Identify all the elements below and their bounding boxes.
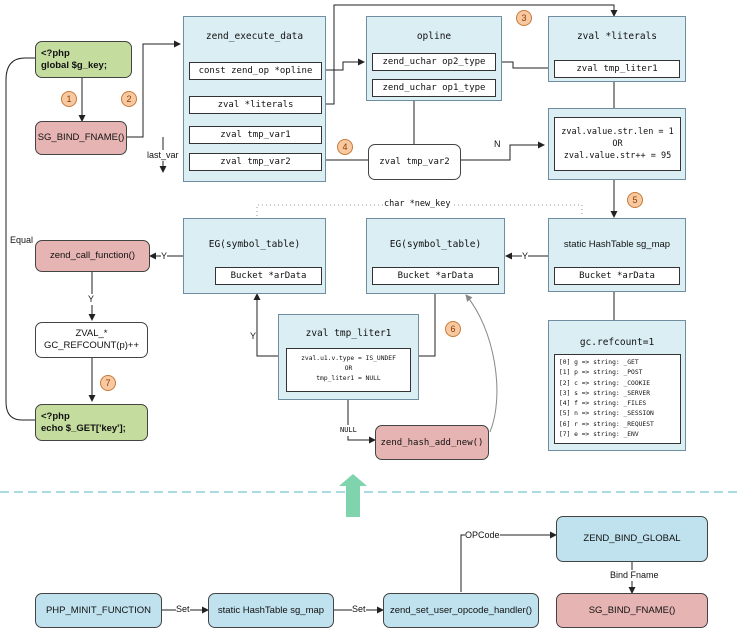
y-label-tmp-liter1: Y <box>250 331 257 342</box>
sg-map-panel: static HashTable sg_map Bucket *arData <box>548 218 686 292</box>
tmp-liter1-panel: zval tmp_liter1 zval.u1.v.type = IS_UNDE… <box>278 314 419 400</box>
sg-bind-fname-bottom-node: SG_BIND_FNAME() <box>556 593 708 628</box>
zend-execute-data-title: zend_execute_data <box>205 31 304 42</box>
gc-entry-cookie: [2] c => string: _COOKIE <box>559 379 650 387</box>
sg-map-bottom-node: static HashTable sg_map <box>208 593 334 628</box>
php-global-line: global $g_key; <box>41 59 107 71</box>
literals-title: zval *literals <box>576 31 658 42</box>
up-arrow-icon <box>339 474 367 517</box>
literals-panel: zval *literals zval tmp_liter1 <box>548 16 686 82</box>
step-badge-2: 2 <box>121 91 137 107</box>
php-end-open-tag: <?php <box>41 410 70 422</box>
condition-box: zval.value.str.len = 1 OR zval.value.str… <box>554 117 681 171</box>
opline-pointer-field: const zend_op *opline <box>189 62 322 80</box>
gc-refcount-title: gc.refcount=1 <box>579 337 655 348</box>
y-label-call: Y <box>88 294 95 305</box>
zend-hash-add-new-node: zend_hash_add_new() <box>375 425 489 460</box>
tmp-liter1-title: zval tmp_liter1 <box>305 328 392 339</box>
eg-mid-title: EG(symbol_table) <box>389 239 482 250</box>
char-new-key-label: char *new_key <box>384 199 451 210</box>
php-end-node: <?php echo $_GET['key']; <box>35 404 148 441</box>
condition-len-line: zval.value.str.len = 1 <box>561 127 674 137</box>
gc-entry-env: [7] e => string: _ENV <box>559 431 639 439</box>
n-label: N <box>494 139 501 150</box>
gc-entry-server: [3] s => string: _SERVER <box>559 389 650 397</box>
tmp-liter1-condition-box: zval.u1.v.type = IS_UNDEF OR tmp_liter1 … <box>286 348 411 392</box>
zval-macro-line: ZVAL_* <box>75 328 108 339</box>
tmp-liter1-undef-line: zval.u1.v.type = IS_UNDEF <box>301 355 396 362</box>
equal-label: Equal <box>10 235 34 246</box>
y-label-eg-left: Y <box>161 251 168 262</box>
set-label-2: Set <box>352 604 366 615</box>
zval-gc-refcount-node: ZVAL_* GC_REFCOUNT(p)++ <box>35 322 148 358</box>
gc-hash-listing: [0] g => string: _GET [1] p => string: _P… <box>554 354 681 444</box>
php-open-tag: <?php <box>41 47 70 59</box>
php-echo-line: echo $_GET['key']; <box>41 422 126 434</box>
bind-fname-label: Bind Fname <box>610 570 659 581</box>
eg-left-title: EG(symbol_table) <box>208 239 301 250</box>
gc-entry-session: [5] n => string: _SESSION <box>559 410 654 418</box>
tmp-liter1-null-line: tmp_liter1 = NULL <box>316 375 381 382</box>
set-label-1: Set <box>176 604 190 615</box>
tmp-liter1-or-line: OR <box>344 365 353 372</box>
condition-str-line: zval.value.str++ = 95 <box>563 151 672 161</box>
sg-bind-fname-node: SG_BIND_FNAME() <box>35 121 127 155</box>
opline-panel: opline zend_uchar op2_type zend_uchar op… <box>366 16 502 101</box>
gc-refcount-panel: gc.refcount=1 [0] g => string: _GET [1] p… <box>548 320 686 451</box>
opcode-handler-node: zend_set_user_opcode_handler() <box>383 593 539 628</box>
gc-refcount-line: GC_REFCOUNT(p)++ <box>43 340 139 351</box>
php-start-node: <?php global $g_key; <box>35 41 132 78</box>
literals-pointer-field: zval *literals <box>189 96 322 114</box>
condition-or-line: OR <box>612 139 623 149</box>
tmp-var1-field: zval tmp_var1 <box>189 126 322 144</box>
null-label: NULL <box>340 425 357 436</box>
zend-call-function-node: zend_call_function() <box>35 240 150 272</box>
tmp-var2-field: zval tmp_var2 <box>189 153 322 171</box>
op2-type-field: zend_uchar op2_type <box>372 53 496 71</box>
opcode-label: OPCode <box>465 530 500 541</box>
eg-left-ardata-field: Bucket *arData <box>215 267 322 285</box>
eg-symbol-table-mid-panel: EG(symbol_table) Bucket *arData <box>366 218 505 294</box>
tmp-var2-node: zval tmp_var2 <box>368 144 461 180</box>
gc-entry-files: [4] f => string: _FILES <box>559 400 647 408</box>
y-label-sg-map: Y <box>522 251 529 262</box>
gc-entry-request: [6] r => string: _REQUEST <box>559 420 654 428</box>
step-badge-1: 1 <box>61 91 77 107</box>
eg-mid-ardata-field: Bucket *arData <box>372 267 499 285</box>
step-badge-7: 7 <box>100 375 116 391</box>
php-minit-function-node: PHP_MINIT_FUNCTION <box>35 593 162 628</box>
zend-execute-data-panel: zend_execute_data const zend_op *opline … <box>183 16 326 182</box>
eg-symbol-table-left-panel: EG(symbol_table) Bucket *arData <box>183 218 326 294</box>
step-badge-6: 6 <box>445 321 461 337</box>
tmp-liter1-field: zval tmp_liter1 <box>554 60 680 78</box>
last-var-label: last_var <box>147 150 179 161</box>
step-badge-3: 3 <box>516 10 532 26</box>
opline-title: opline <box>416 31 452 42</box>
step-badge-5: 5 <box>627 192 643 208</box>
op1-type-field: zend_uchar op1_type <box>372 79 496 97</box>
step-badge-4: 4 <box>337 139 353 155</box>
sg-map-title: static HashTable sg_map <box>563 239 671 250</box>
zend-bind-global-node: ZEND_BIND_GLOBAL <box>556 516 708 562</box>
condition-panel: zval.value.str.len = 1 OR zval.value.str… <box>548 108 686 180</box>
gc-entry-post: [1] p => string: _POST <box>559 369 643 377</box>
gc-entry-get: [0] g => string: _GET <box>559 359 639 366</box>
sg-map-ardata-field: Bucket *arData <box>554 267 680 285</box>
